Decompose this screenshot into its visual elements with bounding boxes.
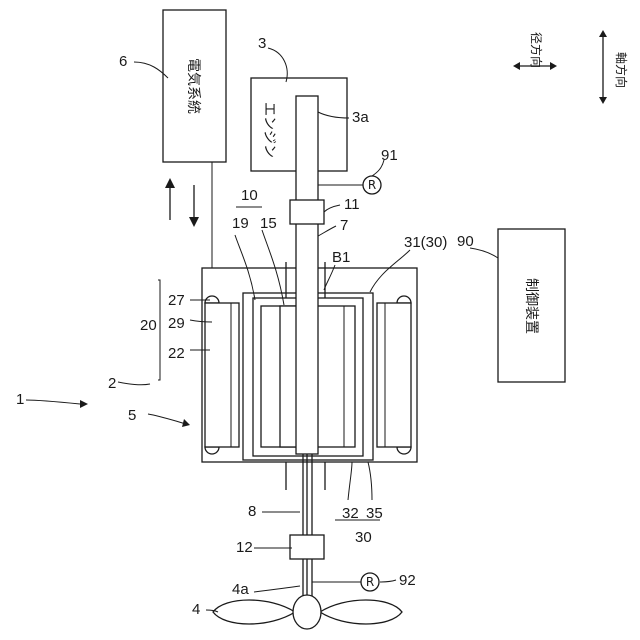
ref-15: 15 <box>260 215 277 232</box>
ref-12: 12 <box>236 539 253 556</box>
brace-20 <box>158 280 160 380</box>
ref-30: 30 <box>355 529 372 546</box>
ref-5: 5 <box>128 407 136 424</box>
control-device-label: 制御装置 <box>523 278 539 334</box>
ref-1: 1 <box>16 391 24 408</box>
ref-10: 10 <box>241 187 258 204</box>
ref-90: 90 <box>457 233 474 250</box>
ref-19: 19 <box>232 215 249 232</box>
ref-92: 92 <box>399 572 416 589</box>
ref-31: 31(30) <box>404 234 447 251</box>
electrical-system-label: 電気系統 <box>185 58 201 114</box>
stator-core-left <box>205 303 239 447</box>
coupling-12 <box>290 535 324 559</box>
power-flow-arrows <box>165 178 199 227</box>
ref-27: 27 <box>168 292 185 309</box>
stator-core-right <box>377 303 411 447</box>
ref-B1: B1 <box>332 249 350 266</box>
ref-32: 32 <box>342 505 359 522</box>
sensor-92-symbol: R <box>366 575 374 589</box>
ref-2: 2 <box>108 375 116 392</box>
radial-direction-label: 径方向 <box>529 32 544 68</box>
engine-label: エンジン <box>261 102 277 158</box>
propeller <box>213 595 402 629</box>
axial-direction-legend <box>599 30 607 104</box>
ref-3: 3 <box>258 35 266 52</box>
ref-4: 4 <box>192 601 200 618</box>
ref-35: 35 <box>366 505 383 522</box>
ref-6: 6 <box>119 53 127 70</box>
ref-91: 91 <box>381 147 398 164</box>
axial-direction-label: 軸方向 <box>614 52 629 88</box>
arrow-ref-5 <box>182 419 190 427</box>
arrow-ref-1 <box>80 400 88 408</box>
ref-8: 8 <box>248 503 256 520</box>
ref-4a: 4a <box>232 581 249 598</box>
ref-22: 22 <box>168 345 185 362</box>
sensor-91-symbol: R <box>368 178 376 192</box>
ref-11: 11 <box>344 196 360 213</box>
ref-7: 7 <box>340 217 348 234</box>
ref-20: 20 <box>140 317 157 334</box>
coupling-11 <box>290 200 324 224</box>
ref-3a: 3a <box>352 109 369 126</box>
ref-29: 29 <box>168 315 185 332</box>
engine-shaft-7 <box>296 96 318 454</box>
